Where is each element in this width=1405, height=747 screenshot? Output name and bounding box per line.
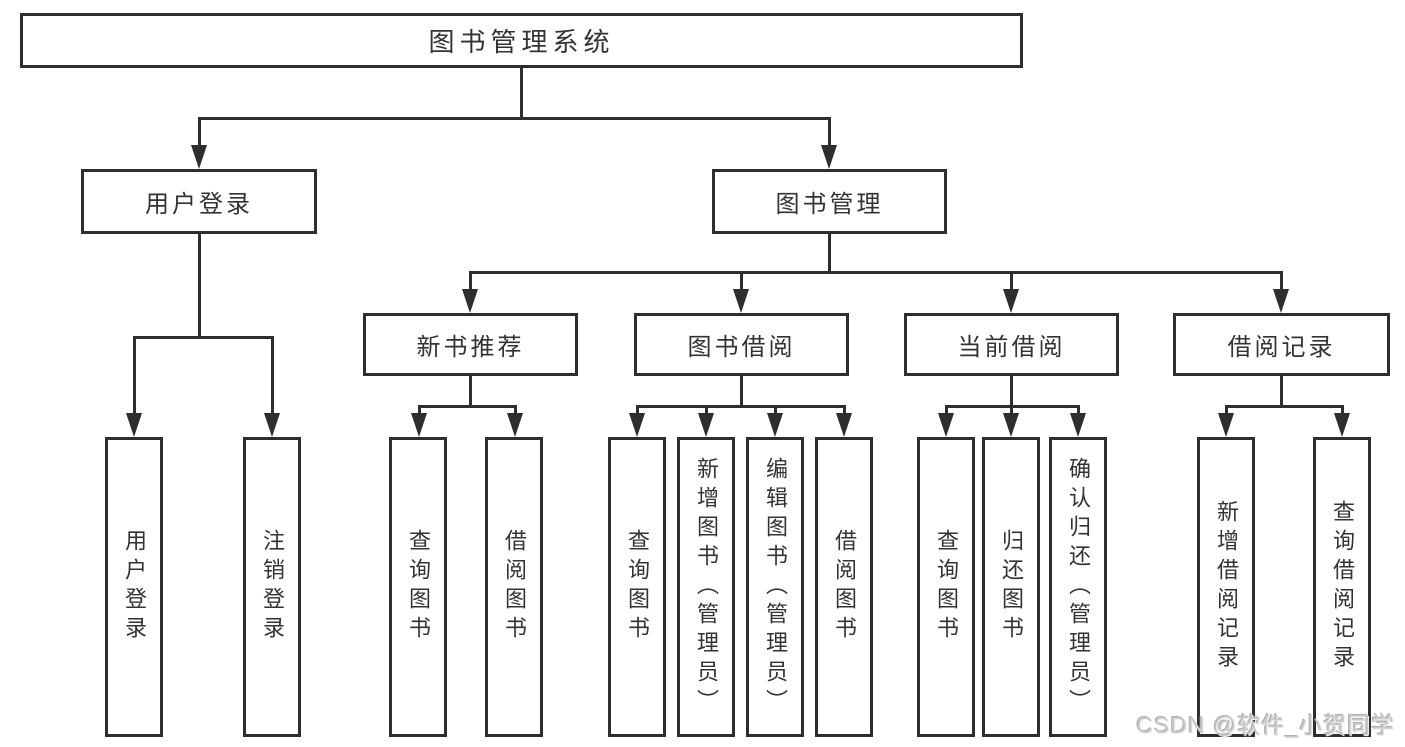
- node-label: 用户登录: [145, 191, 253, 218]
- arrowhead-down-icon: [821, 145, 837, 169]
- arrowhead-down-icon: [836, 413, 852, 437]
- leaf-label: 新增图书（管理员）: [694, 456, 719, 718]
- leaf-query-borrow-record: 查询借阅记录: [1313, 437, 1371, 737]
- leaf-edit-book-admin: 编辑图书（管理员）: [746, 437, 804, 737]
- connector-vline: [513, 405, 517, 415]
- leaf-borrow-books-borrowing: 借阅图书: [815, 437, 873, 737]
- leaf-confirm-return-admin: 确认归还（管理员）: [1049, 437, 1107, 737]
- node-current-borrowing: 当前借阅: [904, 313, 1119, 376]
- connector-vline: [739, 376, 743, 407]
- connector-vline: [635, 405, 639, 415]
- arrowhead-down-icon: [126, 413, 142, 437]
- connector-hline: [1224, 404, 1344, 408]
- connector-vline: [132, 337, 136, 415]
- connector-vline: [1279, 376, 1283, 407]
- leaf-query-books-borrowing: 查询图书: [608, 437, 666, 737]
- leaf-query-books-recommend: 查询图书: [389, 437, 447, 737]
- connector-vline: [417, 405, 421, 415]
- connector-vline: [1224, 405, 1228, 415]
- connector-vline: [468, 376, 472, 407]
- node-label: 新书推荐: [416, 334, 525, 361]
- connector-vline: [1009, 272, 1013, 291]
- arrowhead-down-icon: [938, 413, 954, 437]
- connector-vline: [1340, 405, 1344, 415]
- connector-vline: [197, 118, 201, 147]
- arrowhead-down-icon: [1003, 413, 1019, 437]
- leaf-return-book: 归还图书: [982, 437, 1040, 737]
- leaf-borrow-books-recommend: 借阅图书: [485, 437, 543, 737]
- node-user-login: 用户登录: [81, 169, 317, 234]
- node-borrowing-records: 借阅记录: [1173, 313, 1390, 376]
- leaf-add-borrow-record: 新增借阅记录: [1197, 437, 1255, 737]
- node-book-management: 图书管理: [712, 169, 947, 234]
- leaf-label: 注销登录: [260, 529, 285, 645]
- connector-vline: [827, 234, 831, 273]
- arrowhead-down-icon: [462, 289, 478, 313]
- leaf-label: 新增借阅记录: [1214, 500, 1239, 674]
- arrowhead-down-icon: [767, 413, 783, 437]
- node-label: 图书管理系统: [428, 27, 615, 57]
- leaf-label: 查询图书: [934, 529, 959, 645]
- arrowhead-down-icon: [411, 413, 427, 437]
- arrowhead-down-icon: [733, 289, 749, 313]
- connector-vline: [468, 272, 472, 291]
- leaf-label: 编辑图书（管理员）: [763, 456, 788, 718]
- connector-vline: [270, 337, 274, 415]
- node-label: 当前借阅: [957, 334, 1066, 361]
- leaf-label: 查询借阅记录: [1330, 500, 1355, 674]
- leaf-label: 借阅图书: [502, 529, 527, 645]
- connector-vline: [197, 233, 201, 338]
- connector-hline: [944, 404, 1080, 408]
- arrowhead-down-icon: [1334, 413, 1350, 437]
- node-label: 借阅记录: [1227, 334, 1336, 361]
- connector-vline: [773, 405, 777, 415]
- arrowhead-down-icon: [1218, 413, 1234, 437]
- leaf-user-login: 用户登录: [105, 437, 163, 737]
- node-label: 图书借阅: [687, 334, 796, 361]
- arrowhead-down-icon: [507, 413, 523, 437]
- leaf-label: 确认归还（管理员）: [1066, 456, 1091, 718]
- leaf-query-books-current: 查询图书: [917, 437, 975, 737]
- arrowhead-down-icon: [1273, 289, 1289, 313]
- leaf-logout: 注销登录: [243, 437, 301, 737]
- leaf-label: 用户登录: [122, 529, 147, 645]
- connector-vline: [1009, 376, 1013, 407]
- connector-vline: [1009, 405, 1013, 415]
- arrowhead-down-icon: [698, 413, 714, 437]
- arrowhead-down-icon: [1003, 289, 1019, 313]
- connector-hline: [417, 404, 517, 408]
- arrowhead-down-icon: [1070, 413, 1086, 437]
- node-label: 图书管理: [775, 191, 884, 218]
- connector-hline: [132, 335, 274, 339]
- leaf-label: 查询图书: [625, 529, 650, 645]
- node-new-book-recommend: 新书推荐: [363, 313, 578, 376]
- connector-vline: [1279, 272, 1283, 291]
- connector-vline: [519, 67, 523, 118]
- leaf-add-book-admin: 新增图书（管理员）: [677, 437, 735, 737]
- node-book-borrowing: 图书借阅: [634, 313, 849, 376]
- connector-vline: [827, 118, 831, 147]
- leaf-label: 借阅图书: [832, 529, 857, 645]
- watermark: CSDN @软件_小贺同学: [1136, 712, 1395, 738]
- arrowhead-down-icon: [264, 413, 280, 437]
- connector-vline: [842, 405, 846, 415]
- connector-vline: [944, 405, 948, 415]
- connector-vline: [739, 272, 743, 291]
- arrowhead-down-icon: [629, 413, 645, 437]
- leaf-label: 归还图书: [999, 529, 1024, 645]
- connector-hline: [635, 404, 846, 408]
- arrowhead-down-icon: [191, 145, 207, 169]
- connector-hline: [197, 116, 831, 120]
- connector-vline: [704, 405, 708, 415]
- node-library-system: 图书管理系统: [20, 13, 1023, 68]
- connector-hline: [468, 270, 1283, 274]
- connector-vline: [1076, 405, 1080, 415]
- leaf-label: 查询图书: [406, 529, 431, 645]
